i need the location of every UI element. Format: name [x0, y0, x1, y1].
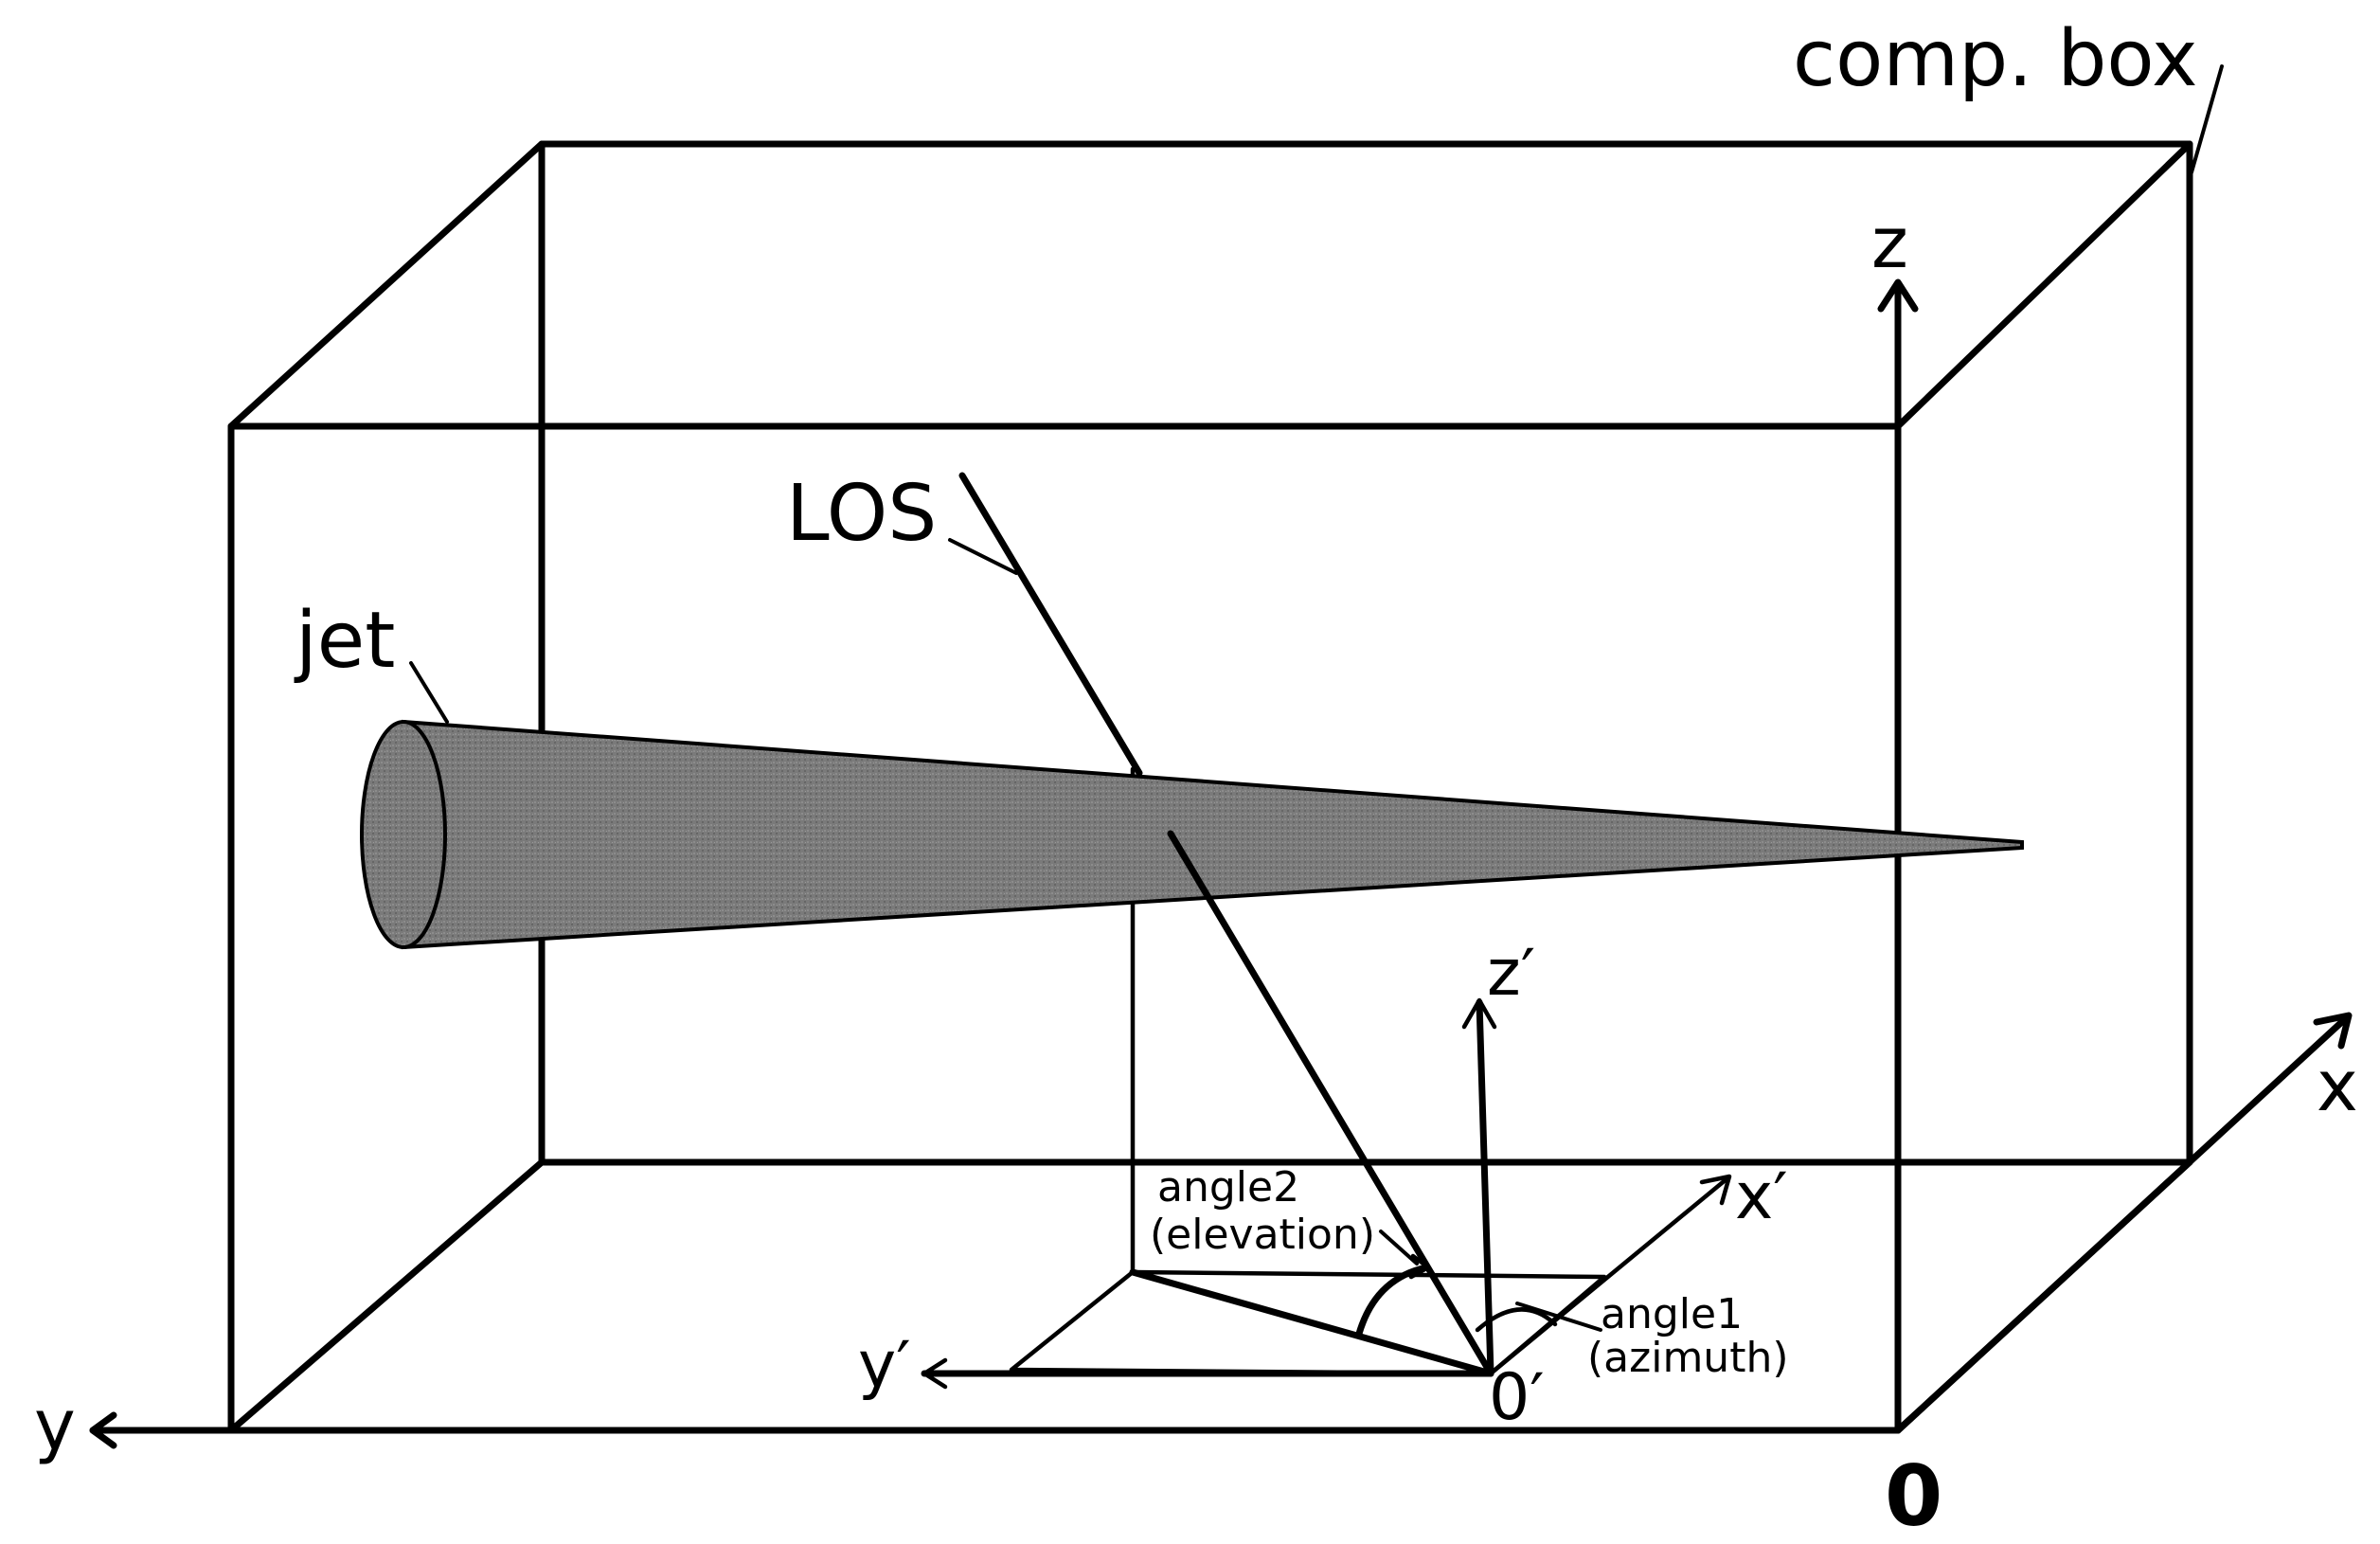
y-axis-label: y	[34, 1385, 76, 1466]
los-line-upper	[958, 472, 1143, 777]
x-prime-label: x′	[1735, 1159, 1788, 1234]
origin-prime-label: 0′	[1489, 1360, 1545, 1435]
jet-cone	[360, 719, 2024, 950]
angle2-label: angle2	[1157, 1163, 1299, 1212]
x-prime-axis	[1488, 1176, 1730, 1376]
global-axes	[89, 278, 2353, 1449]
x-prime-arrowhead	[1699, 1174, 1732, 1206]
comp-box-leader	[2190, 64, 2224, 174]
angle2-leader	[1379, 1230, 1419, 1266]
y-axis-arrowhead	[89, 1411, 117, 1449]
local-axes	[921, 997, 1732, 1390]
los-line-lower	[1167, 830, 1494, 1377]
box-back-face	[538, 140, 2193, 1166]
z-axis-arrowhead	[1877, 278, 1919, 313]
box-depth-edge-top-right	[1894, 140, 2193, 430]
z-prime-axis	[1476, 998, 1494, 1377]
elevation-label: (elevation)	[1150, 1211, 1375, 1259]
jet-base	[360, 720, 447, 949]
x-axis-label: x	[2317, 1046, 2358, 1127]
line-of-sight	[948, 472, 1494, 1377]
angle1-leader	[1515, 1302, 1602, 1332]
z-prime-arrowhead	[1461, 997, 1497, 1030]
los-leader	[948, 538, 1018, 575]
elevation-arc	[1355, 1264, 1430, 1338]
box-depth-edge-bottom-left	[227, 1158, 546, 1434]
comp-box-label: comp. box	[1793, 14, 2198, 104]
azimuth-label: (azimuth)	[1587, 1334, 1789, 1382]
x-axis-arrowhead	[2313, 1012, 2353, 1050]
jet-leader	[409, 661, 449, 724]
jet-label: jet	[294, 596, 395, 686]
azimuth-arc	[1475, 1307, 1558, 1333]
z-axis-label: z	[1871, 203, 1908, 284]
box-front-face	[227, 422, 1902, 1434]
x-axis	[1894, 1014, 2351, 1434]
origin-label: 0	[1885, 1447, 1942, 1544]
y-prime-arrowhead	[922, 1357, 948, 1390]
angle1-label: angle1	[1601, 1290, 1743, 1338]
y-prime-label: y′	[858, 1328, 911, 1403]
jet-body	[402, 719, 2024, 950]
los-floor-projection	[1129, 1268, 1494, 1377]
los-label: LOS	[786, 469, 937, 559]
box-depth-edge-top-left	[227, 140, 546, 430]
z-prime-label: z′	[1487, 936, 1535, 1011]
elevation-arc-arrow	[1408, 1253, 1431, 1280]
